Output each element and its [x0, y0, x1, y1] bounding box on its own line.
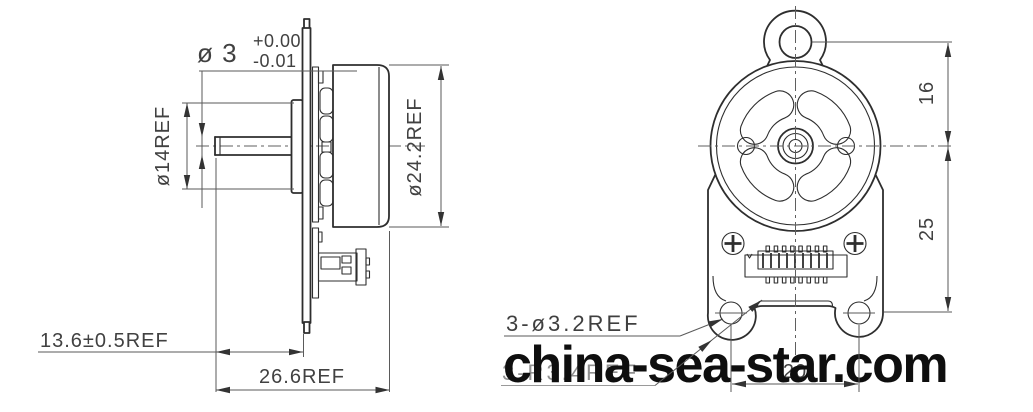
corner-radius-label: 3-R3.4REF	[502, 360, 639, 385]
dim-overall-length: 26.6REF	[216, 231, 390, 394]
dim-body-diameter: ø24.2REF	[389, 64, 449, 228]
vent-slots	[739, 90, 852, 202]
dim-shaft-diameter: ø 3 +0.00 -0.01	[197, 31, 357, 208]
dim-bottom-hole-spacing-value: 20	[783, 361, 807, 383]
shaft	[214, 136, 293, 156]
dim-shaft-dia-value: ø 3	[197, 38, 238, 68]
corner-radius-label-group: 3-R3.4REF	[501, 360, 655, 386]
gearbox-gears	[311, 66, 334, 223]
connector-pins-bottom	[765, 276, 828, 284]
dim-shaft-length-value: 13.6±0.5REF	[40, 330, 169, 352]
front-view	[698, 6, 952, 356]
dim-hub-dia-value: ø14REF	[152, 106, 174, 186]
side-connector	[311, 227, 371, 299]
corner-radius-leader	[654, 299, 763, 386]
front-view-dimensions: 16 25 3-ø3.2REF	[504, 41, 952, 392]
dim-overall-length-value: 26.6REF	[259, 366, 345, 388]
dim-shaft-dia-tol-lower: -0.01	[253, 51, 297, 71]
mounting-holes-label: 3-ø3.2REF	[506, 311, 641, 336]
dim-bottom-hole-offset-value: 25	[916, 217, 938, 241]
mounting-holes-label-group: 3-ø3.2REF	[504, 311, 724, 337]
dim-shaft-length: 13.6±0.5REF	[38, 158, 304, 392]
phillips-screw-right	[843, 231, 867, 256]
dim-shaft-dia-tol-upper: +0.00	[253, 31, 301, 51]
dim-body-dia-value: ø24.2REF	[404, 97, 426, 196]
bearing-hub	[290, 99, 304, 194]
mounting-plate	[301, 18, 312, 334]
side-view: ø 3 +0.00 -0.01 ø14REF ø24.2REF	[38, 18, 449, 394]
dim-hub-diameter: ø14REF	[152, 102, 294, 190]
connector-pins-top	[765, 245, 828, 253]
dim-top-hole-offset-value: 16	[916, 81, 938, 105]
motor-body	[332, 64, 390, 228]
phillips-screw-left	[721, 231, 745, 256]
watermark-text: china-sea-star.com	[503, 336, 947, 394]
